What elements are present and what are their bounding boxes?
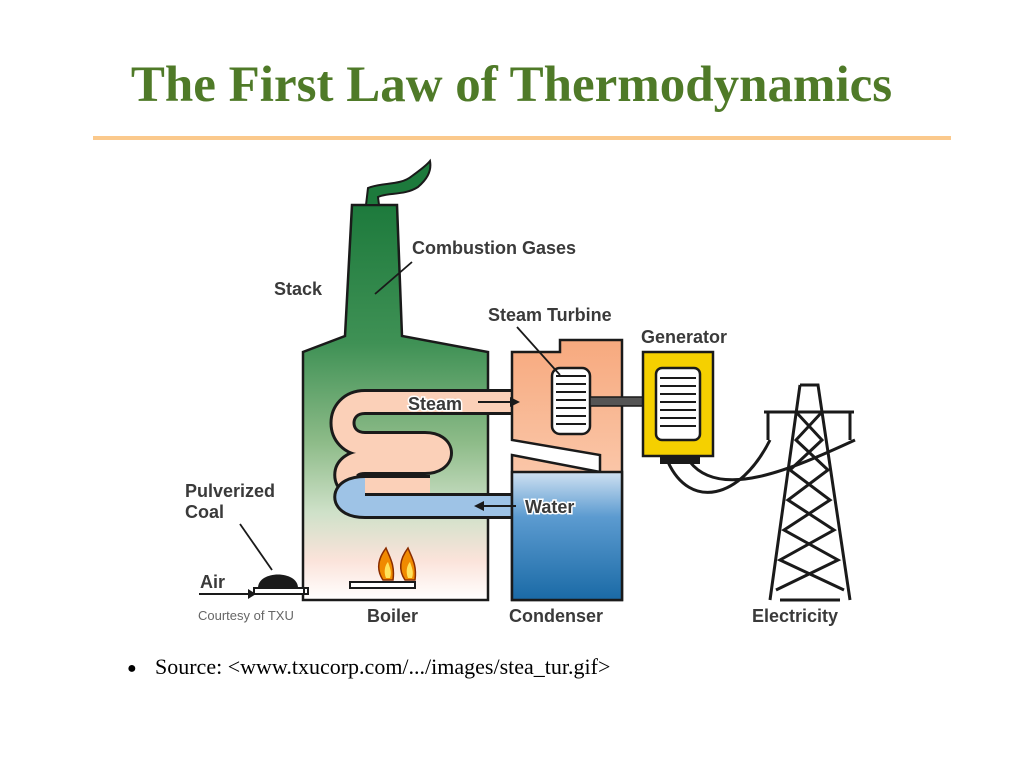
steam-pipe xyxy=(329,389,522,501)
label-combustion-gases: Combustion Gases xyxy=(412,238,576,258)
label-coal: Coal xyxy=(185,502,224,522)
source-text: Source: <www.txucorp.com/.../images/stea… xyxy=(155,654,611,679)
title-divider xyxy=(93,136,951,140)
generator xyxy=(641,350,715,464)
power-lines xyxy=(666,438,856,494)
label-steam: Steam xyxy=(408,394,462,414)
turbine-rotor xyxy=(550,366,592,436)
slide-title: The First Law of Thermodynamics xyxy=(130,57,893,113)
stack xyxy=(301,158,490,602)
label-pulverized: Pulverized xyxy=(185,481,275,501)
label-steam-turbine: Steam Turbine xyxy=(488,305,612,325)
leader-lines xyxy=(239,261,561,571)
steam-arrow xyxy=(478,397,520,407)
power-plant-diagram: Combustion Gases Stack Steam Turbine Gen… xyxy=(184,158,856,628)
label-water: Water xyxy=(525,497,574,517)
source-bullet: ● Source: <www.txucorp.com/.../images/ste… xyxy=(127,654,610,680)
label-condenser: Condenser xyxy=(509,606,603,626)
label-air: Air xyxy=(200,572,225,592)
label-electricity: Electricity xyxy=(752,606,838,626)
image-credit: Courtesy of TXU xyxy=(198,608,294,623)
water-arrow xyxy=(474,501,516,511)
smoke-plume xyxy=(364,158,432,206)
label-stack: Stack xyxy=(274,279,323,299)
bullet-icon: ● xyxy=(127,659,137,677)
condenser xyxy=(510,470,624,602)
burner xyxy=(253,546,417,595)
label-boiler: Boiler xyxy=(367,606,418,626)
label-generator: Generator xyxy=(641,327,727,347)
water-pipe xyxy=(333,475,560,519)
transmission-tower xyxy=(764,383,854,602)
air-arrow xyxy=(199,589,256,599)
